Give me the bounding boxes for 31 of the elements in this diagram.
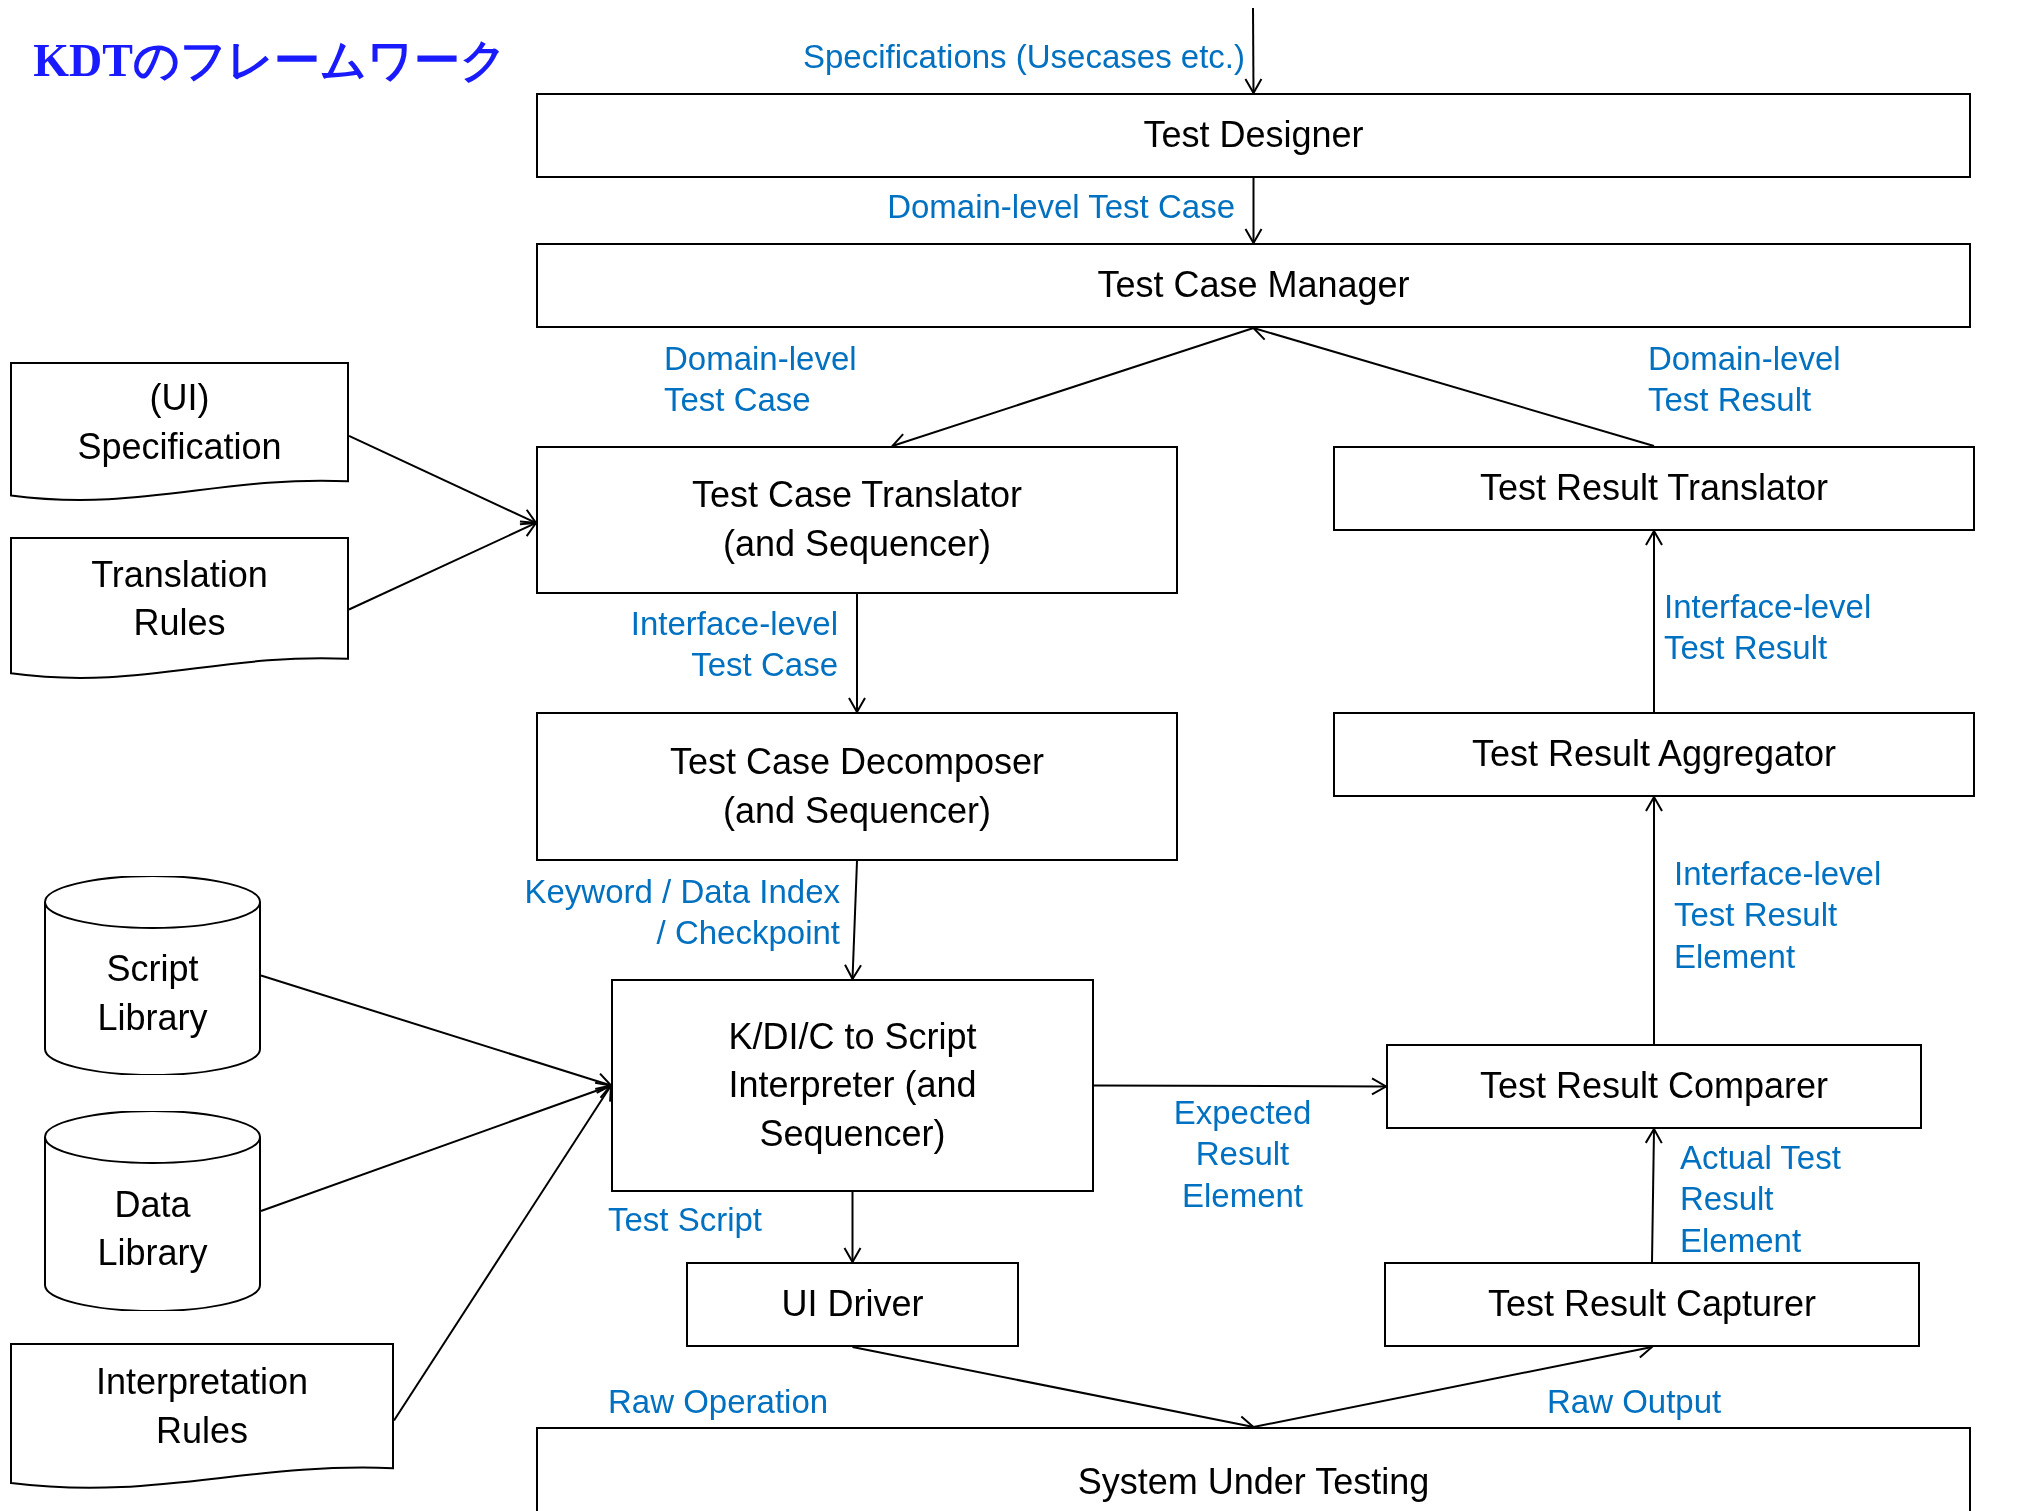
process-box: Test Case Manager	[536, 243, 1971, 328]
arrow	[1244, 177, 1263, 244]
title: KDTのフレームワーク	[32, 34, 508, 88]
process-box: K/DI/C to Script Interpreter (and Sequencer)	[611, 979, 1094, 1192]
arrow	[260, 1081, 612, 1212]
document-shape: (UI) Specification	[10, 362, 349, 504]
arrow	[1645, 530, 1663, 713]
process-box: System Under Testing	[536, 1427, 1971, 1511]
arrow	[1244, 7, 1263, 94]
process-box: UI Driver	[686, 1262, 1019, 1347]
process-box: Test Result Comparer	[1386, 1044, 1922, 1129]
arrow	[348, 434, 537, 526]
process-box: Test Case Decomposer (and Sequencer)	[536, 712, 1178, 861]
document-shape: Interpretation Rules	[10, 1343, 394, 1492]
arrow	[348, 520, 537, 611]
process-box: Test Result Translator	[1333, 446, 1975, 531]
arrow	[844, 860, 863, 980]
process-box: Test Result Aggregator	[1333, 712, 1975, 797]
arrow	[1644, 1128, 1663, 1263]
database-cylinder: Script Library	[44, 876, 261, 1075]
process-box: Test Result Capturer	[1384, 1262, 1920, 1347]
arrow	[260, 974, 612, 1090]
arrow	[1645, 796, 1663, 1045]
database-cylinder: Data Library	[44, 1111, 261, 1311]
process-box: Test Designer	[536, 93, 1971, 178]
document-shape: Translation Rules	[10, 537, 349, 682]
arrow	[848, 593, 866, 713]
arrow	[393, 1084, 612, 1422]
arrow	[1093, 1077, 1387, 1096]
arrow	[843, 1191, 862, 1263]
process-box: Test Case Translator (and Sequencer)	[536, 446, 1178, 594]
